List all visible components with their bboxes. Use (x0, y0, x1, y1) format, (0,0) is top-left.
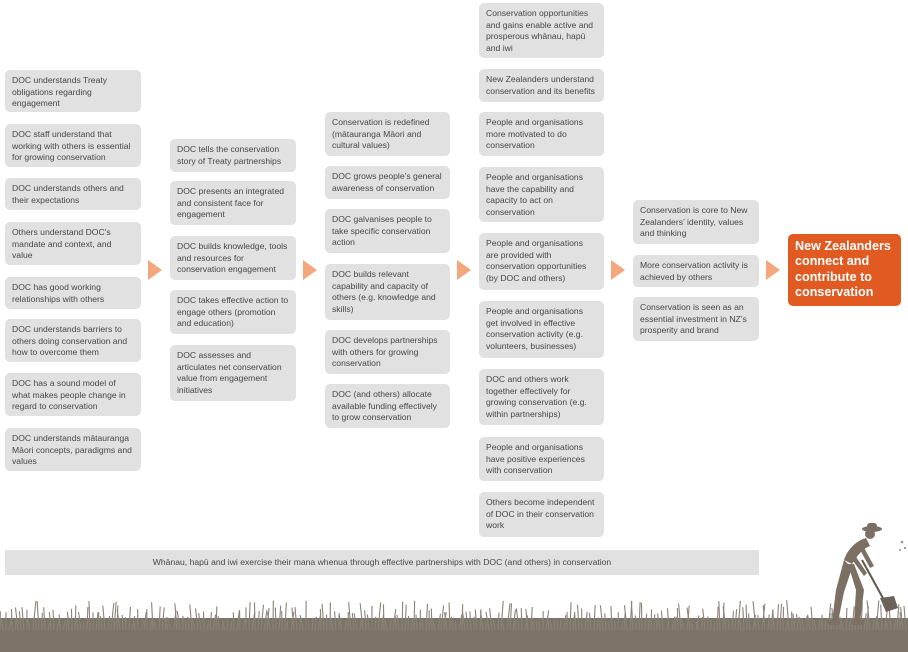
short-term-outcome-card: Conservation opportunities and gains ena… (479, 3, 604, 58)
activity-card: DOC presents an integrated and consisten… (170, 181, 296, 225)
short-term-outcome-card: DOC and others work together effectively… (479, 369, 604, 425)
person-digging-illustration (828, 523, 907, 625)
activity-card: DOC builds knowledge, tools and resource… (170, 236, 296, 280)
short-term-outcome-card: People and organisations have the capabi… (479, 167, 604, 222)
short-term-outcome-card: New Zealanders understand conservation a… (479, 69, 604, 102)
activity-card: DOC takes effective action to engage oth… (170, 290, 296, 334)
output-card: DOC develops partnerships with others fo… (325, 330, 450, 374)
input-card: DOC understands mātauranga Māori concept… (5, 428, 141, 471)
arrow-right-icon (766, 260, 780, 280)
output-card: DOC (and others) allocate available fund… (325, 384, 450, 428)
short-term-outcome-card: Others become independent of DOC in thei… (479, 492, 604, 537)
intermediate-outcome-card: More conservation activity is achieved b… (633, 255, 759, 287)
mana-whenua-banner: Whānau, hapū and iwi exercise their mana… (5, 550, 759, 575)
arrow-right-icon (148, 260, 162, 280)
short-term-outcome-card: People and organisations more motivated … (479, 112, 604, 156)
input-card: DOC staff understand that working with o… (5, 124, 141, 167)
intermediate-outcome-card: Conservation is core to New Zealanders’ … (633, 200, 759, 244)
output-card: Conservation is redefined (mātauranga Mā… (325, 112, 450, 156)
short-term-outcome-card: People and organisations are provided wi… (479, 233, 604, 290)
output-card: DOC builds relevant capability and capac… (325, 264, 450, 320)
input-card: DOC understands Treaty obligations regar… (5, 70, 141, 112)
intermediate-outcome-card: Conservation is seen as an essential inv… (633, 297, 759, 341)
final-outcome-box: New Zealanders connect and contribute to… (788, 234, 901, 306)
input-card: DOC understands others and their expecta… (5, 178, 141, 210)
input-card: DOC has good working relationships with … (5, 277, 141, 309)
output-card: DOC galvanises people to take specific c… (325, 209, 450, 253)
input-card: Others understand DOC’s mandate and cont… (5, 222, 141, 265)
short-term-outcome-card: People and organisations have positive e… (479, 437, 604, 481)
grass-ground-illustration (0, 600, 908, 652)
output-card: DOC grows people’s general awareness of … (325, 166, 450, 199)
arrow-right-icon (457, 260, 471, 280)
short-term-outcome-card: People and organisations get involved in… (479, 301, 604, 358)
input-card: DOC understands barriers to others doing… (5, 319, 141, 362)
activity-card: DOC tells the conservation story of Trea… (170, 139, 296, 172)
arrow-right-icon (303, 260, 317, 280)
activity-card: DOC assesses and articulates net conserv… (170, 345, 296, 401)
input-card: DOC has a sound model of what makes peop… (5, 373, 141, 416)
arrow-right-icon (611, 260, 625, 280)
